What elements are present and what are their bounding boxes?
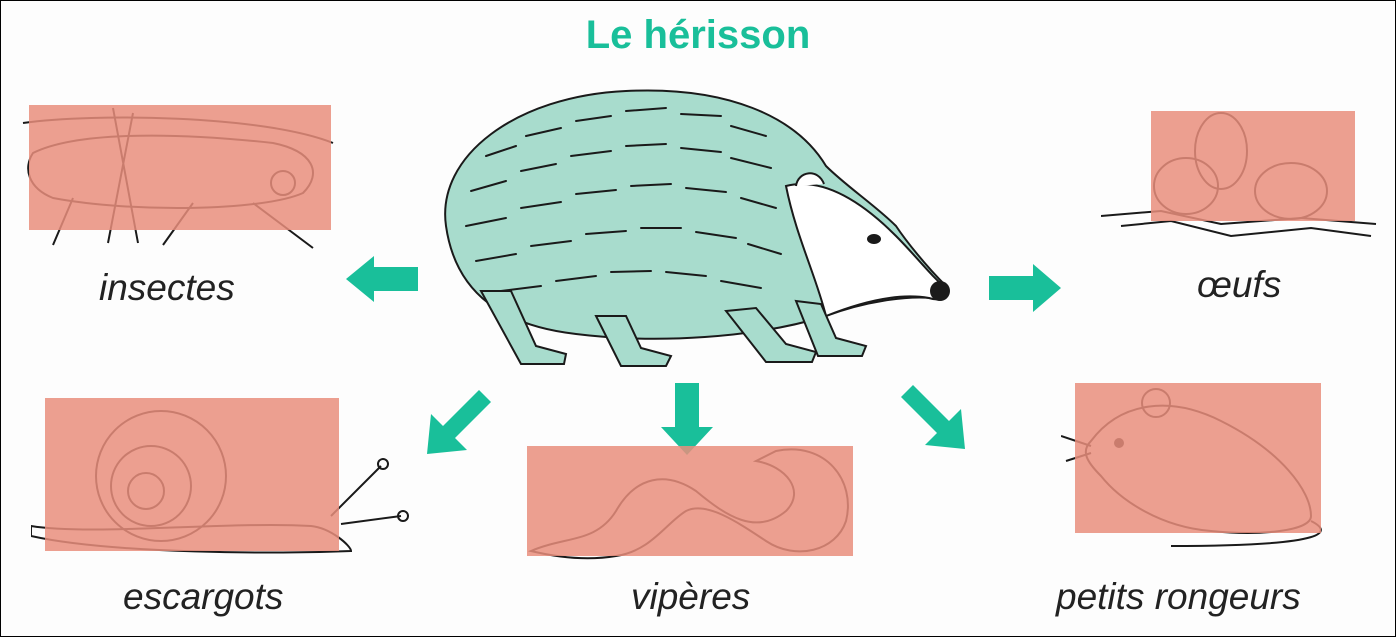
mouse-overlay: [1075, 383, 1321, 533]
prey-label-escargots: escargots: [123, 576, 283, 618]
prey-label-oeufs: œufs: [1197, 264, 1281, 306]
grasshopper-overlay: [29, 105, 331, 230]
arrow-left-icon: [346, 256, 418, 302]
prey-label-petits-rongeurs: petits rongeurs: [1056, 576, 1301, 618]
eggs-overlay: [1151, 111, 1355, 221]
arrow-down-left-icon: [423, 386, 495, 458]
arrow-down-right-icon: [897, 381, 969, 453]
prey-label-insectes: insectes: [99, 267, 235, 309]
arrow-right-icon: [989, 264, 1061, 312]
prey-label-viperes: vipères: [631, 576, 750, 618]
diagram-title: Le hérisson: [1, 13, 1395, 58]
hedgehog-icon: [426, 76, 966, 376]
snail-overlay: [45, 398, 339, 551]
snake-overlay: [527, 446, 853, 556]
